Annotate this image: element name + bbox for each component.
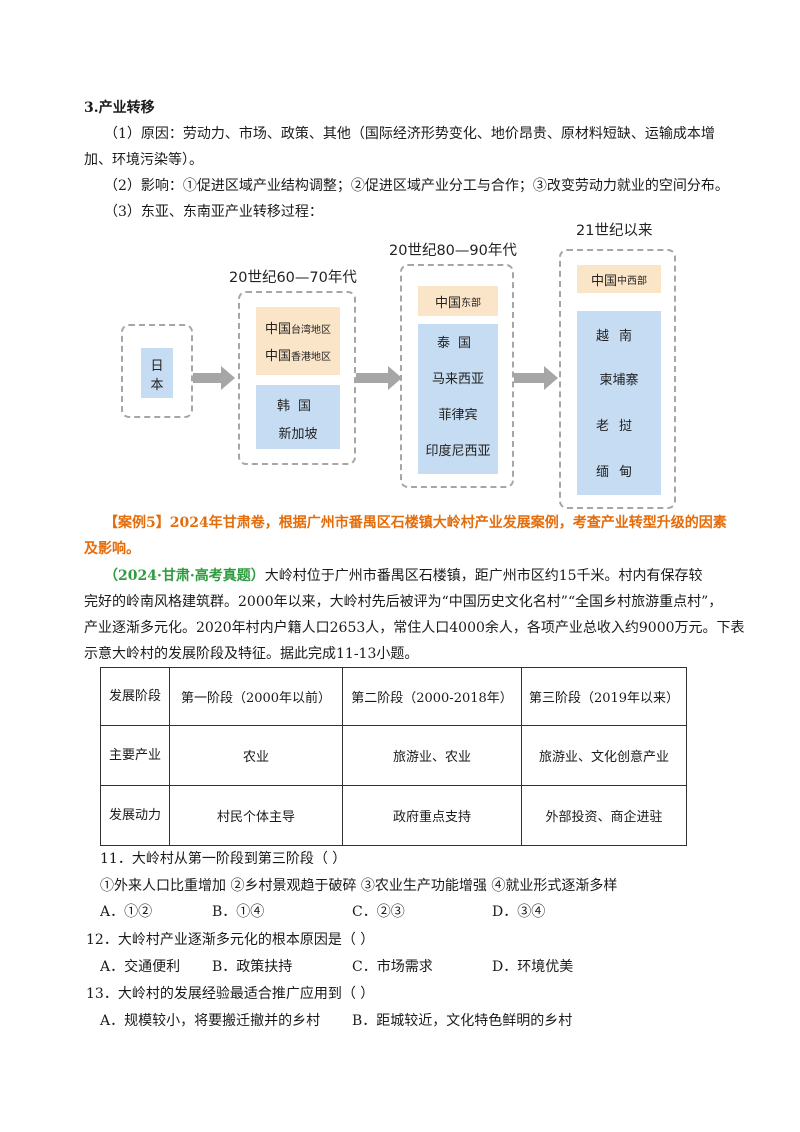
question-11-option-b[interactable]: B．①④ [212,904,265,920]
table-header-cell: 第二阶段（2000-2018年） [342,667,522,726]
table-header-row: 发展阶段 第一阶段（2000年以前） 第二阶段（2000-2018年） 第三阶段… [100,667,687,726]
case-paragraph-line-4: 示意大岭村的发展阶段及特征。据此完成11-13小题。 [84,646,419,662]
table-cell: 村民个体主导 [169,785,343,846]
stage-2-era: 20世纪80—90年代 [389,243,517,259]
stage-3-countries: 越南 柬埔寨 老挝 缅甸 [577,311,661,495]
stage-2-region: 中国东部 [418,286,498,316]
table-cell: 农业 [169,725,343,786]
country-label: 泰国 [436,336,479,351]
case-paragraph-line-2: 完好的岭南风格建筑群。2000年以来，大岭村先后被评为“中国历史文化名村”“全国… [84,594,723,610]
country-label: 菲律宾 [438,408,478,423]
region-main: 中国 [264,322,291,337]
case-paragraph-line-1: （2024·甘肃·高考真题）大岭村位于广州市番禺区石楼镇，距广州市区约15千米。… [104,566,703,586]
table-cell: 旅游业、文化创意产业 [521,725,687,786]
country-label: 老挝 [595,419,642,434]
japan-cell: 日 本 [141,348,173,398]
table-row: 主要产业 农业 旅游业、农业 旅游业、文化创意产业 [100,725,687,786]
region-main: 中国 [264,349,291,364]
question-13-option-b[interactable]: B．距城较近，文化特色鲜明的乡村 [352,1013,573,1029]
case-paragraph-line-3: 产业逐渐多元化。2020年村内户籍人口2653人，常住人口4000余人，各项产业… [84,620,745,636]
case-paragraph-text: 大岭村位于广州市番禺区石楼镇，距广州市区约15千米。村内有保存较 [264,568,703,584]
arrow-1 [193,366,235,390]
table-cell: 政府重点支持 [342,785,522,846]
region-main: 中国 [590,273,617,289]
table-row: 发展动力 村民个体主导 政府重点支持 外部投资、商企进驻 [100,785,687,846]
question-11-option-a[interactable]: A．①② [100,904,153,920]
region-sub: 中西部 [617,275,647,287]
table-cell: 外部投资、商企进驻 [521,785,687,846]
stage-3-era: 21世纪以来 [576,223,653,239]
region-sub: 台湾地区 [291,325,331,336]
table-header-cell: 第三阶段（2019年以来） [521,667,687,726]
section-item-2: （2）影响：①促进区域产业结构调整；②促进区域产业分工与合作；③改变劳动力就业的… [104,178,729,194]
section-item-1-line-2: 加、环境污染等）。 [84,152,203,168]
stage-1-era: 20世纪60—70年代 [229,270,357,286]
question-12-stem: 12．大岭村产业逐渐多元化的根本原因是（ ） [86,932,375,948]
question-12-option-d[interactable]: D．环境优美 [492,959,574,975]
question-11-statements: ①外来人口比重增加 ②乡村景观趋于破碎 ③农业生产功能增强 ④就业形式逐渐多样 [100,878,618,894]
region-sub: 东部 [461,297,481,309]
region-sub: 香港地区 [291,352,331,363]
country-label: 印度尼西亚 [425,444,491,459]
japan-label-char-1: 日 [150,359,164,374]
question-11-option-c[interactable]: C．②③ [352,904,405,920]
country-label: 柬埔寨 [599,373,639,388]
country-label: 缅甸 [595,465,642,480]
section-heading: 3.产业转移 [84,100,155,116]
question-12-option-c[interactable]: C．市场需求 [352,959,433,975]
stage-3-region: 中国中西部 [577,265,661,293]
stage-2-countries: 泰国 马来西亚 菲律宾 印度尼西亚 [418,324,498,474]
country-label: 韩国 [276,399,319,414]
case-source: （2024·甘肃·高考真题） [104,568,265,584]
arrow-3 [514,366,558,390]
section-item-1-line-1: （1）原因：劳动力、市场、政策、其他（国际经济形势变化、地价昂贵、原材料短缺、运… [104,126,715,142]
stage-1-regions: 中国台湾地区 中国香港地区 [256,307,340,375]
arrow-2 [356,366,402,390]
table-row-label: 发展动力 [100,785,170,846]
stage-1-region-2: 中国香港地区 [265,345,331,364]
country-label: 新加坡 [278,427,318,442]
region-main: 中国 [434,295,461,311]
stage-1-box: 中国台湾地区 中国香港地区 韩国 新加坡 [238,291,356,465]
question-12-option-a[interactable]: A．交通便利 [100,959,181,975]
japan-label-char-2: 本 [150,378,164,393]
section-item-3: （3）东亚、东南亚产业转移过程： [104,204,323,220]
question-11-option-d[interactable]: D．③④ [492,904,546,920]
development-stages-table: 发展阶段 第一阶段（2000年以前） 第二阶段（2000-2018年） 第三阶段… [100,667,687,846]
country-label: 马来西亚 [431,372,484,387]
question-13-stem: 13．大岭村的发展经验最适合推广应用到（ ） [86,986,375,1002]
table-header-cell: 第一阶段（2000年以前） [169,667,343,726]
question-12-option-b[interactable]: B．政策扶持 [212,959,293,975]
stage-2-box: 中国东部 泰国 马来西亚 菲律宾 印度尼西亚 [400,264,514,488]
stage-1-countries: 韩国 新加坡 [256,385,340,449]
japan-box: 日 本 [121,324,193,418]
case-title-line-1: 【案例5】2024年甘肃卷，根据广州市番禺区石楼镇大岭村产业发展案例，考查产业转… [104,515,727,531]
case-title-line-2: 及影响。 [84,541,140,557]
table-cell: 旅游业、农业 [342,725,522,786]
question-13-option-a[interactable]: A．规模较小，将要搬迁撤并的乡村 [100,1013,321,1029]
country-label: 越南 [595,329,642,344]
stage-3-box: 中国中西部 越南 柬埔寨 老挝 缅甸 [559,249,676,509]
table-row-label: 主要产业 [100,725,170,786]
table-header-cell: 发展阶段 [100,667,170,726]
question-11-stem: 11．大岭村从第一阶段到第三阶段（ ） [100,851,347,867]
stage-1-region-1: 中国台湾地区 [265,318,331,337]
